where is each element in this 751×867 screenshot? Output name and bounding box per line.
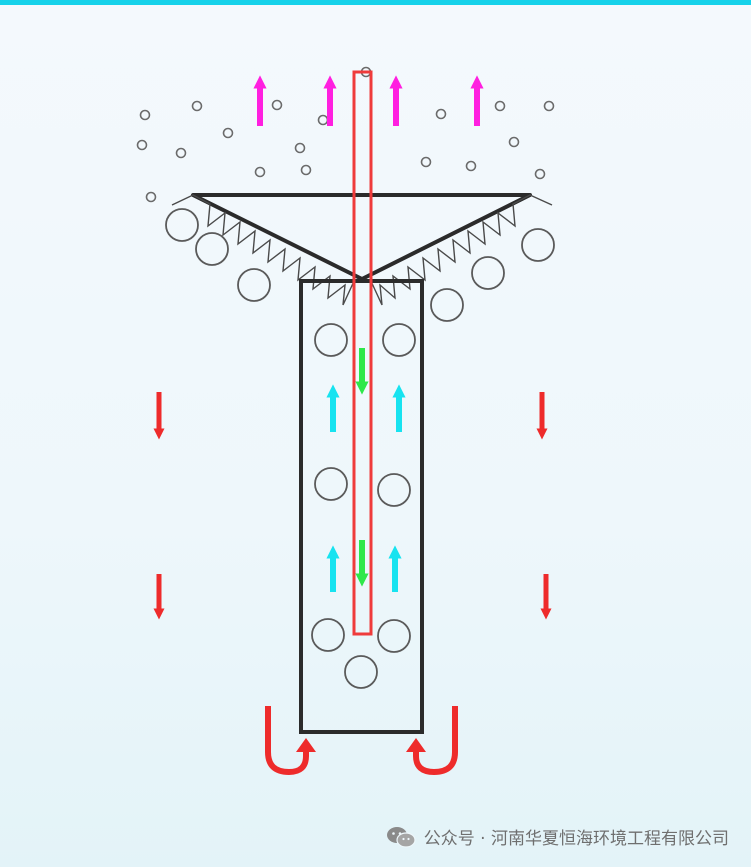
sludge-particle	[314, 323, 348, 357]
reactor-column	[299, 279, 424, 734]
sludge-particle	[195, 232, 229, 266]
small-bubbles	[136, 66, 555, 203]
small-bubble	[465, 160, 477, 172]
outer-down-arrows	[153, 392, 552, 620]
rising-flow-arrows	[326, 384, 406, 592]
small-bubble	[543, 100, 555, 112]
return-arrow-right	[413, 706, 458, 776]
funnel-teeth-right	[369, 194, 553, 306]
sludge-particle	[521, 228, 555, 262]
small-bubble	[435, 108, 447, 120]
gas-release-arrows	[253, 75, 484, 126]
central-pipe	[352, 70, 373, 636]
wechat-icon	[386, 826, 416, 848]
small-bubble	[136, 139, 148, 151]
return-arrowhead-left	[296, 738, 316, 752]
small-bubble	[175, 147, 187, 159]
sludge-particle	[377, 473, 411, 507]
small-bubble	[222, 127, 234, 139]
small-bubble	[534, 168, 546, 180]
sludge-particle	[377, 619, 411, 653]
watermark-text: 公众号 · 河南华夏恒海环境工程有限公司	[423, 829, 729, 849]
sludge-particle	[165, 208, 199, 242]
sludge-particle	[471, 256, 505, 290]
small-bubble	[191, 100, 203, 112]
small-bubble	[508, 136, 520, 148]
return-arrow-left	[265, 706, 309, 776]
small-bubble	[294, 142, 306, 154]
watermark: 公众号 · 河南华夏恒海环境工程有限公司	[386, 824, 729, 849]
small-bubble	[300, 164, 312, 176]
return-arrowhead-right	[406, 738, 426, 752]
small-bubble	[254, 166, 266, 178]
sludge-particle	[430, 288, 464, 322]
top-accent-bar	[0, 0, 751, 5]
small-bubble	[317, 114, 329, 126]
sludge-particle	[314, 467, 348, 501]
sludge-particles	[165, 208, 555, 689]
funnel-outline	[191, 193, 532, 281]
sludge-particle	[237, 268, 271, 302]
funnel-teeth-left	[171, 194, 356, 306]
sludge-particle	[382, 323, 416, 357]
sludge-particle	[344, 655, 378, 689]
small-bubble	[494, 100, 506, 112]
small-bubble	[145, 191, 157, 203]
bottom-return-arrows	[265, 706, 458, 776]
small-bubble	[139, 109, 151, 121]
sludge-particle	[311, 618, 345, 652]
small-bubble	[420, 156, 432, 168]
separator-funnel	[171, 193, 553, 306]
small-bubble	[271, 99, 283, 111]
